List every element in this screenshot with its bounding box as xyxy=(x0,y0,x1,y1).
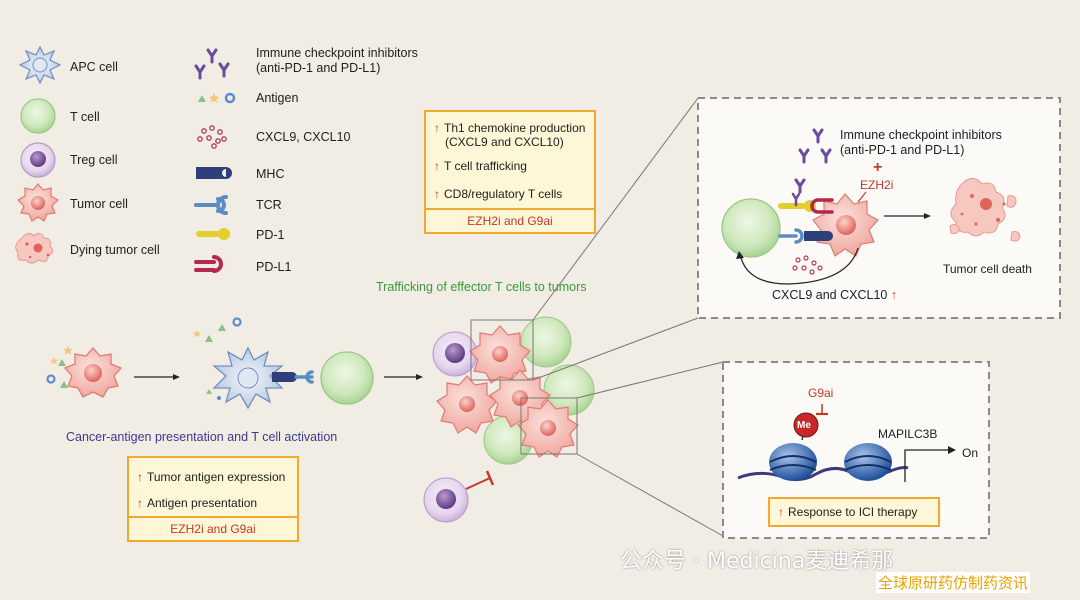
zoom-checkpoint-pair xyxy=(778,192,834,244)
top-box-row1-line1: Th1 chemokine production xyxy=(444,121,586,135)
up-arrow-icon: ↑ xyxy=(137,470,143,484)
legend-dying-label: Dying tumor cell xyxy=(70,243,160,257)
treg-inhibited xyxy=(423,470,495,523)
up-arrow-icon: ↑ xyxy=(434,121,440,135)
bottom-box-footer: EZH2i and G9ai xyxy=(129,516,297,540)
response-label: Response to ICI therapy xyxy=(788,505,918,519)
legend-tcr-icon xyxy=(194,195,228,215)
legend-pdl1-icon xyxy=(194,255,223,273)
ezh2i-label: EZH2i xyxy=(860,178,894,192)
legend-mhc-icon xyxy=(196,167,232,179)
g9ai-inhibition xyxy=(816,404,828,416)
legend-tumor-label: Tumor cell xyxy=(70,197,128,211)
legend-tumor-icon xyxy=(17,183,59,222)
response-box: ↑ Response to ICI therapy xyxy=(768,497,940,527)
legend-t-cell-label: T cell xyxy=(70,110,100,124)
legend-pdl1-label: PD-L1 xyxy=(256,260,292,274)
legend-apc-icon xyxy=(18,45,62,85)
legend-pd1-icon xyxy=(196,228,230,240)
tumor-death-label: Tumor cell death xyxy=(943,262,1032,276)
top-box-footer: EZH2i and G9ai xyxy=(426,208,594,232)
tumor-cell-with-antigens xyxy=(46,346,123,398)
zoom-lines xyxy=(532,97,724,537)
activation-label: Cancer-antigen presentation and T cell a… xyxy=(66,430,338,444)
up-arrow-icon: ↑ xyxy=(890,288,898,302)
legend-cxcl-label: CXCL9, CXCL10 xyxy=(256,130,351,144)
up-arrow-icon: ↑ xyxy=(434,159,440,173)
up-arrow-icon: ↑ xyxy=(778,505,784,519)
legend-dying-tumor-icon xyxy=(15,232,54,264)
methyl-label: Me xyxy=(797,420,811,431)
legend-t-cell-icon xyxy=(20,98,56,134)
arrow-to-death xyxy=(884,213,931,219)
chemokine-label-text: CXCL9 and CXCL10 xyxy=(772,288,888,302)
g9ai-label: G9ai xyxy=(808,386,834,400)
legend-mhc-label: MHC xyxy=(256,167,285,181)
top-box-row2: T cell trafficking xyxy=(444,159,527,173)
gene-promoter-arrowhead xyxy=(948,446,956,454)
top-box-row3: CD8/regulatory T cells xyxy=(444,187,563,201)
tumor-cluster xyxy=(432,316,595,465)
nucleosome-2 xyxy=(844,443,892,481)
gene-label: MAPILC3B xyxy=(878,427,938,441)
gene-on-label: On xyxy=(962,446,979,460)
legend-antigen-icon xyxy=(198,92,236,104)
up-arrow-icon: ↑ xyxy=(137,496,143,510)
trafficking-label: Trafficking of effector T cells to tumor… xyxy=(376,280,587,294)
legend-apc-label: APC cell xyxy=(70,60,118,74)
bottom-box-row1: Tumor antigen expression xyxy=(147,470,286,484)
chemokine-label: CXCL9 and CXCL10 ↑ xyxy=(772,288,897,303)
zoom-chemokines xyxy=(792,255,823,275)
legend-pd1-label: PD-1 xyxy=(256,228,285,242)
dying-tumor-cell xyxy=(949,178,1021,242)
up-arrow-icon: ↑ xyxy=(434,187,440,201)
ezh2i-arrow xyxy=(857,191,867,203)
legend-treg-icon xyxy=(20,142,56,178)
legend-cxcl-icon xyxy=(197,125,227,149)
gene-promoter-arrow xyxy=(904,449,951,482)
methyl-group xyxy=(793,412,819,438)
zoom-t-cell xyxy=(721,198,781,258)
legend-ici-label-2: (anti-PD-1 and PD-L1) xyxy=(256,61,381,75)
legend-tcr-label: TCR xyxy=(256,198,282,212)
legend-ici-label-1: Immune checkpoint inhibitors xyxy=(256,46,418,60)
zoom-antibodies xyxy=(794,128,832,194)
dying-tumor-nuclei xyxy=(960,194,1006,226)
zoom-ici-label-1: Immune checkpoint inhibitors xyxy=(840,128,1002,142)
legend-treg-label: Treg cell xyxy=(70,153,118,167)
watermark-sub: 全球原研药仿制药资讯 xyxy=(876,572,1031,593)
legend-antibody-icon xyxy=(194,48,230,80)
arrow-to-tumor-cluster xyxy=(384,374,423,380)
legend-antigen-label: Antigen xyxy=(256,91,299,105)
bottom-effect-box: ↑ Tumor antigen expression ↑ Antigen prese… xyxy=(127,456,299,542)
arrow-to-apc xyxy=(134,374,180,380)
zoom-feedback-arrowhead xyxy=(736,251,744,259)
zoom-feedback-arrow xyxy=(739,247,859,285)
bottom-box-row2: Antigen presentation xyxy=(147,496,258,510)
plus-sign: + xyxy=(873,159,883,176)
nucleosome-1 xyxy=(769,443,817,481)
top-box-row1-line2: (CXCL9 and CXCL10) xyxy=(445,135,564,149)
zoom-ici-label-2: (anti-PD-1 and PD-L1) xyxy=(840,143,965,157)
activated-t-cell xyxy=(320,351,374,405)
watermark-brand: 公众号 · Medicina麦迪希那 xyxy=(620,549,894,574)
top-effect-box: ↑ Th1 chemokine production (CXCL9 and CXC… xyxy=(424,110,596,234)
apc-presenting-antigen xyxy=(193,317,314,410)
